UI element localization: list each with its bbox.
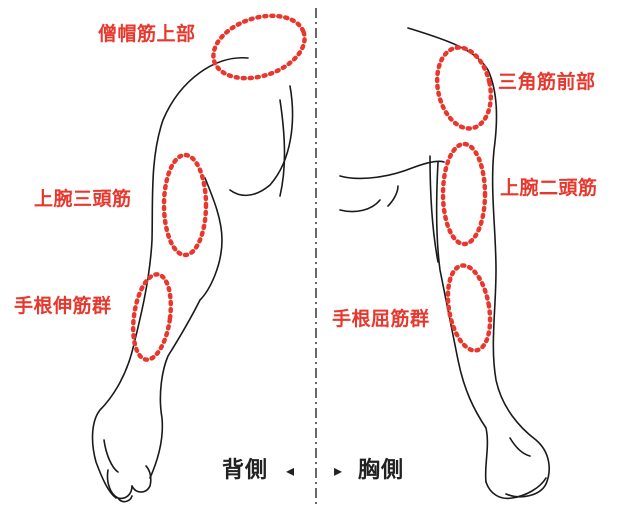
biceps-highlight bbox=[443, 144, 485, 244]
chest-side-label: 胸側 bbox=[358, 458, 404, 484]
label-biceps: 上腕二頭筋 bbox=[500, 177, 598, 199]
chest-arm-outline bbox=[340, 28, 549, 498]
wrist-extensors-highlight bbox=[128, 272, 176, 362]
deltoid-highlight bbox=[430, 42, 498, 133]
label-deltoid-anterior: 三角筋前部 bbox=[498, 71, 596, 93]
label-wrist-extensors: 手根伸筋群 bbox=[14, 295, 112, 317]
back-side-label: 背側 bbox=[222, 458, 268, 484]
trapezius-highlight bbox=[205, 5, 312, 89]
label-triceps: 上腕三頭筋 bbox=[34, 188, 132, 210]
back-arm-outline bbox=[93, 58, 293, 502]
triceps-highlight bbox=[164, 155, 206, 255]
back-arrow-icon: ◂ bbox=[286, 458, 295, 484]
label-wrist-flexors: 手根屈筋群 bbox=[332, 308, 430, 330]
wrist-flexors-highlight bbox=[442, 262, 496, 354]
chest-arrow-icon: ▸ bbox=[334, 458, 343, 484]
label-trapezius-upper: 僧帽筋上部 bbox=[98, 23, 196, 45]
